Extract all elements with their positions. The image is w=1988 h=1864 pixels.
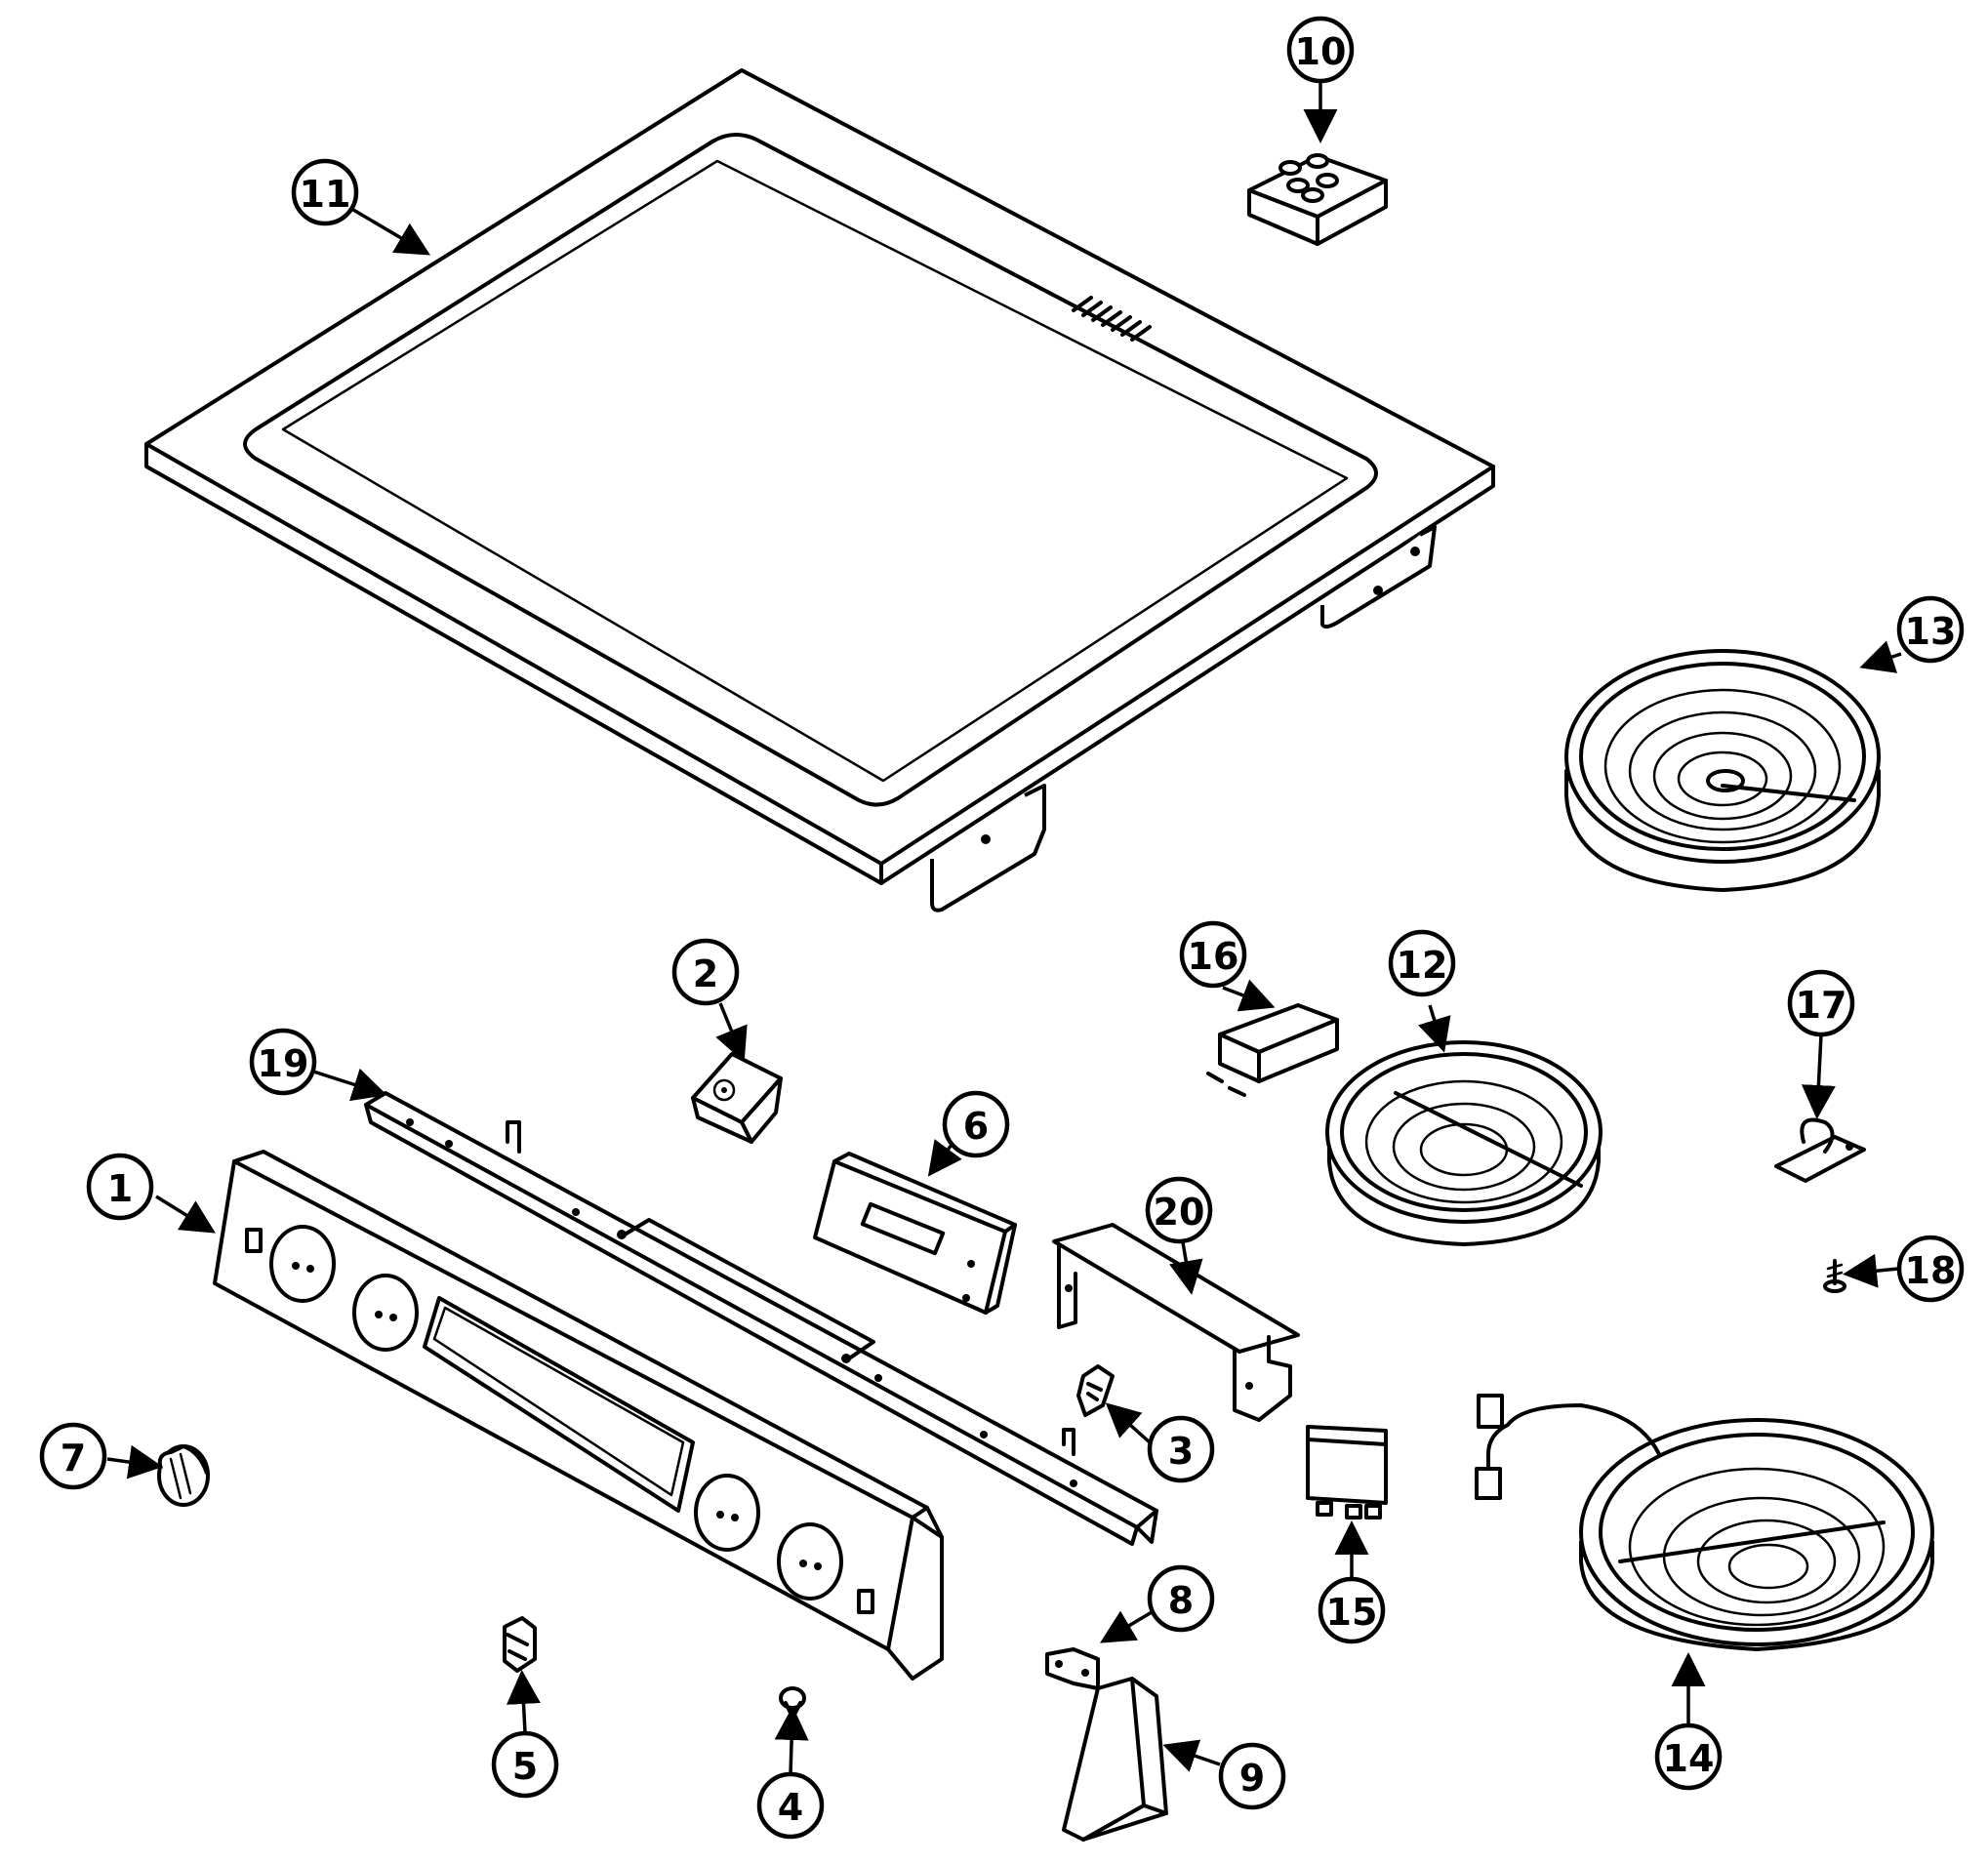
clip-part-17 xyxy=(1774,1117,1866,1183)
callout-12-label: 12 xyxy=(1397,944,1448,987)
callout-7-label: 7 xyxy=(61,1437,86,1479)
callout-3: 3 xyxy=(1147,1415,1215,1483)
control-panel xyxy=(213,1150,944,1681)
switch-part-3 xyxy=(1076,1364,1115,1417)
callout-1-label: 1 xyxy=(107,1167,133,1210)
knob-part-7 xyxy=(157,1444,210,1507)
rocker-switch-part-5 xyxy=(503,1616,537,1673)
callout-20: 20 xyxy=(1145,1176,1213,1244)
callout-19: 19 xyxy=(249,1028,317,1096)
cooktop-frame xyxy=(144,68,1495,912)
callout-14: 14 xyxy=(1654,1722,1723,1791)
callout-5: 5 xyxy=(491,1730,559,1799)
cap-part-4 xyxy=(779,1686,806,1715)
callout-14-label: 14 xyxy=(1663,1737,1715,1780)
callout-6: 6 xyxy=(942,1090,1010,1158)
callout-20-label: 20 xyxy=(1154,1191,1205,1234)
burner-large-bottom xyxy=(1475,1394,1934,1651)
terminal-block xyxy=(1247,153,1388,246)
callout-6-label: 6 xyxy=(963,1105,989,1148)
callout-arrows xyxy=(106,78,1902,1775)
callout-4-label: 4 xyxy=(778,1786,803,1829)
callout-18-label: 18 xyxy=(1905,1249,1957,1292)
callout-11-label: 11 xyxy=(300,173,351,216)
callout-17-label: 17 xyxy=(1796,984,1847,1027)
callout-2: 2 xyxy=(671,938,740,1006)
bracket-part-8 xyxy=(1045,1647,1100,1690)
relay-box-part-15 xyxy=(1306,1425,1388,1520)
callout-4: 4 xyxy=(756,1771,825,1840)
callout-12: 12 xyxy=(1388,929,1456,997)
control-bracket xyxy=(364,1091,1158,1546)
callout-8-label: 8 xyxy=(1168,1579,1194,1622)
callout-15-label: 15 xyxy=(1326,1591,1378,1634)
callout-1: 1 xyxy=(86,1153,154,1221)
callout-13-label: 13 xyxy=(1905,610,1957,653)
callout-16: 16 xyxy=(1179,920,1247,989)
callout-16-label: 16 xyxy=(1188,935,1239,978)
callout-2-label: 2 xyxy=(693,952,718,995)
callout-13: 13 xyxy=(1896,595,1965,664)
callout-8: 8 xyxy=(1147,1564,1215,1633)
switch-part-2 xyxy=(691,1052,783,1144)
callout-3-label: 3 xyxy=(1168,1430,1194,1473)
callout-17: 17 xyxy=(1787,969,1855,1037)
burner-large-top xyxy=(1564,649,1881,892)
vent-slots xyxy=(1072,296,1152,342)
callout-15: 15 xyxy=(1318,1576,1386,1644)
callout-10-label: 10 xyxy=(1295,30,1347,73)
callout-5-label: 5 xyxy=(512,1745,538,1788)
callout-9-label: 9 xyxy=(1239,1757,1265,1800)
module-part-16 xyxy=(1206,1003,1339,1097)
screw-part-18 xyxy=(1823,1259,1846,1293)
callout-7: 7 xyxy=(39,1422,107,1490)
callout-18: 18 xyxy=(1896,1235,1965,1303)
callout-19-label: 19 xyxy=(258,1042,309,1085)
burner-small-top xyxy=(1325,1040,1603,1246)
end-cap-part-9 xyxy=(1062,1677,1168,1842)
callout-11: 11 xyxy=(291,158,359,226)
callout-10: 10 xyxy=(1286,16,1355,84)
display-module-part-6 xyxy=(813,1152,1017,1315)
callout-9: 9 xyxy=(1218,1742,1286,1810)
